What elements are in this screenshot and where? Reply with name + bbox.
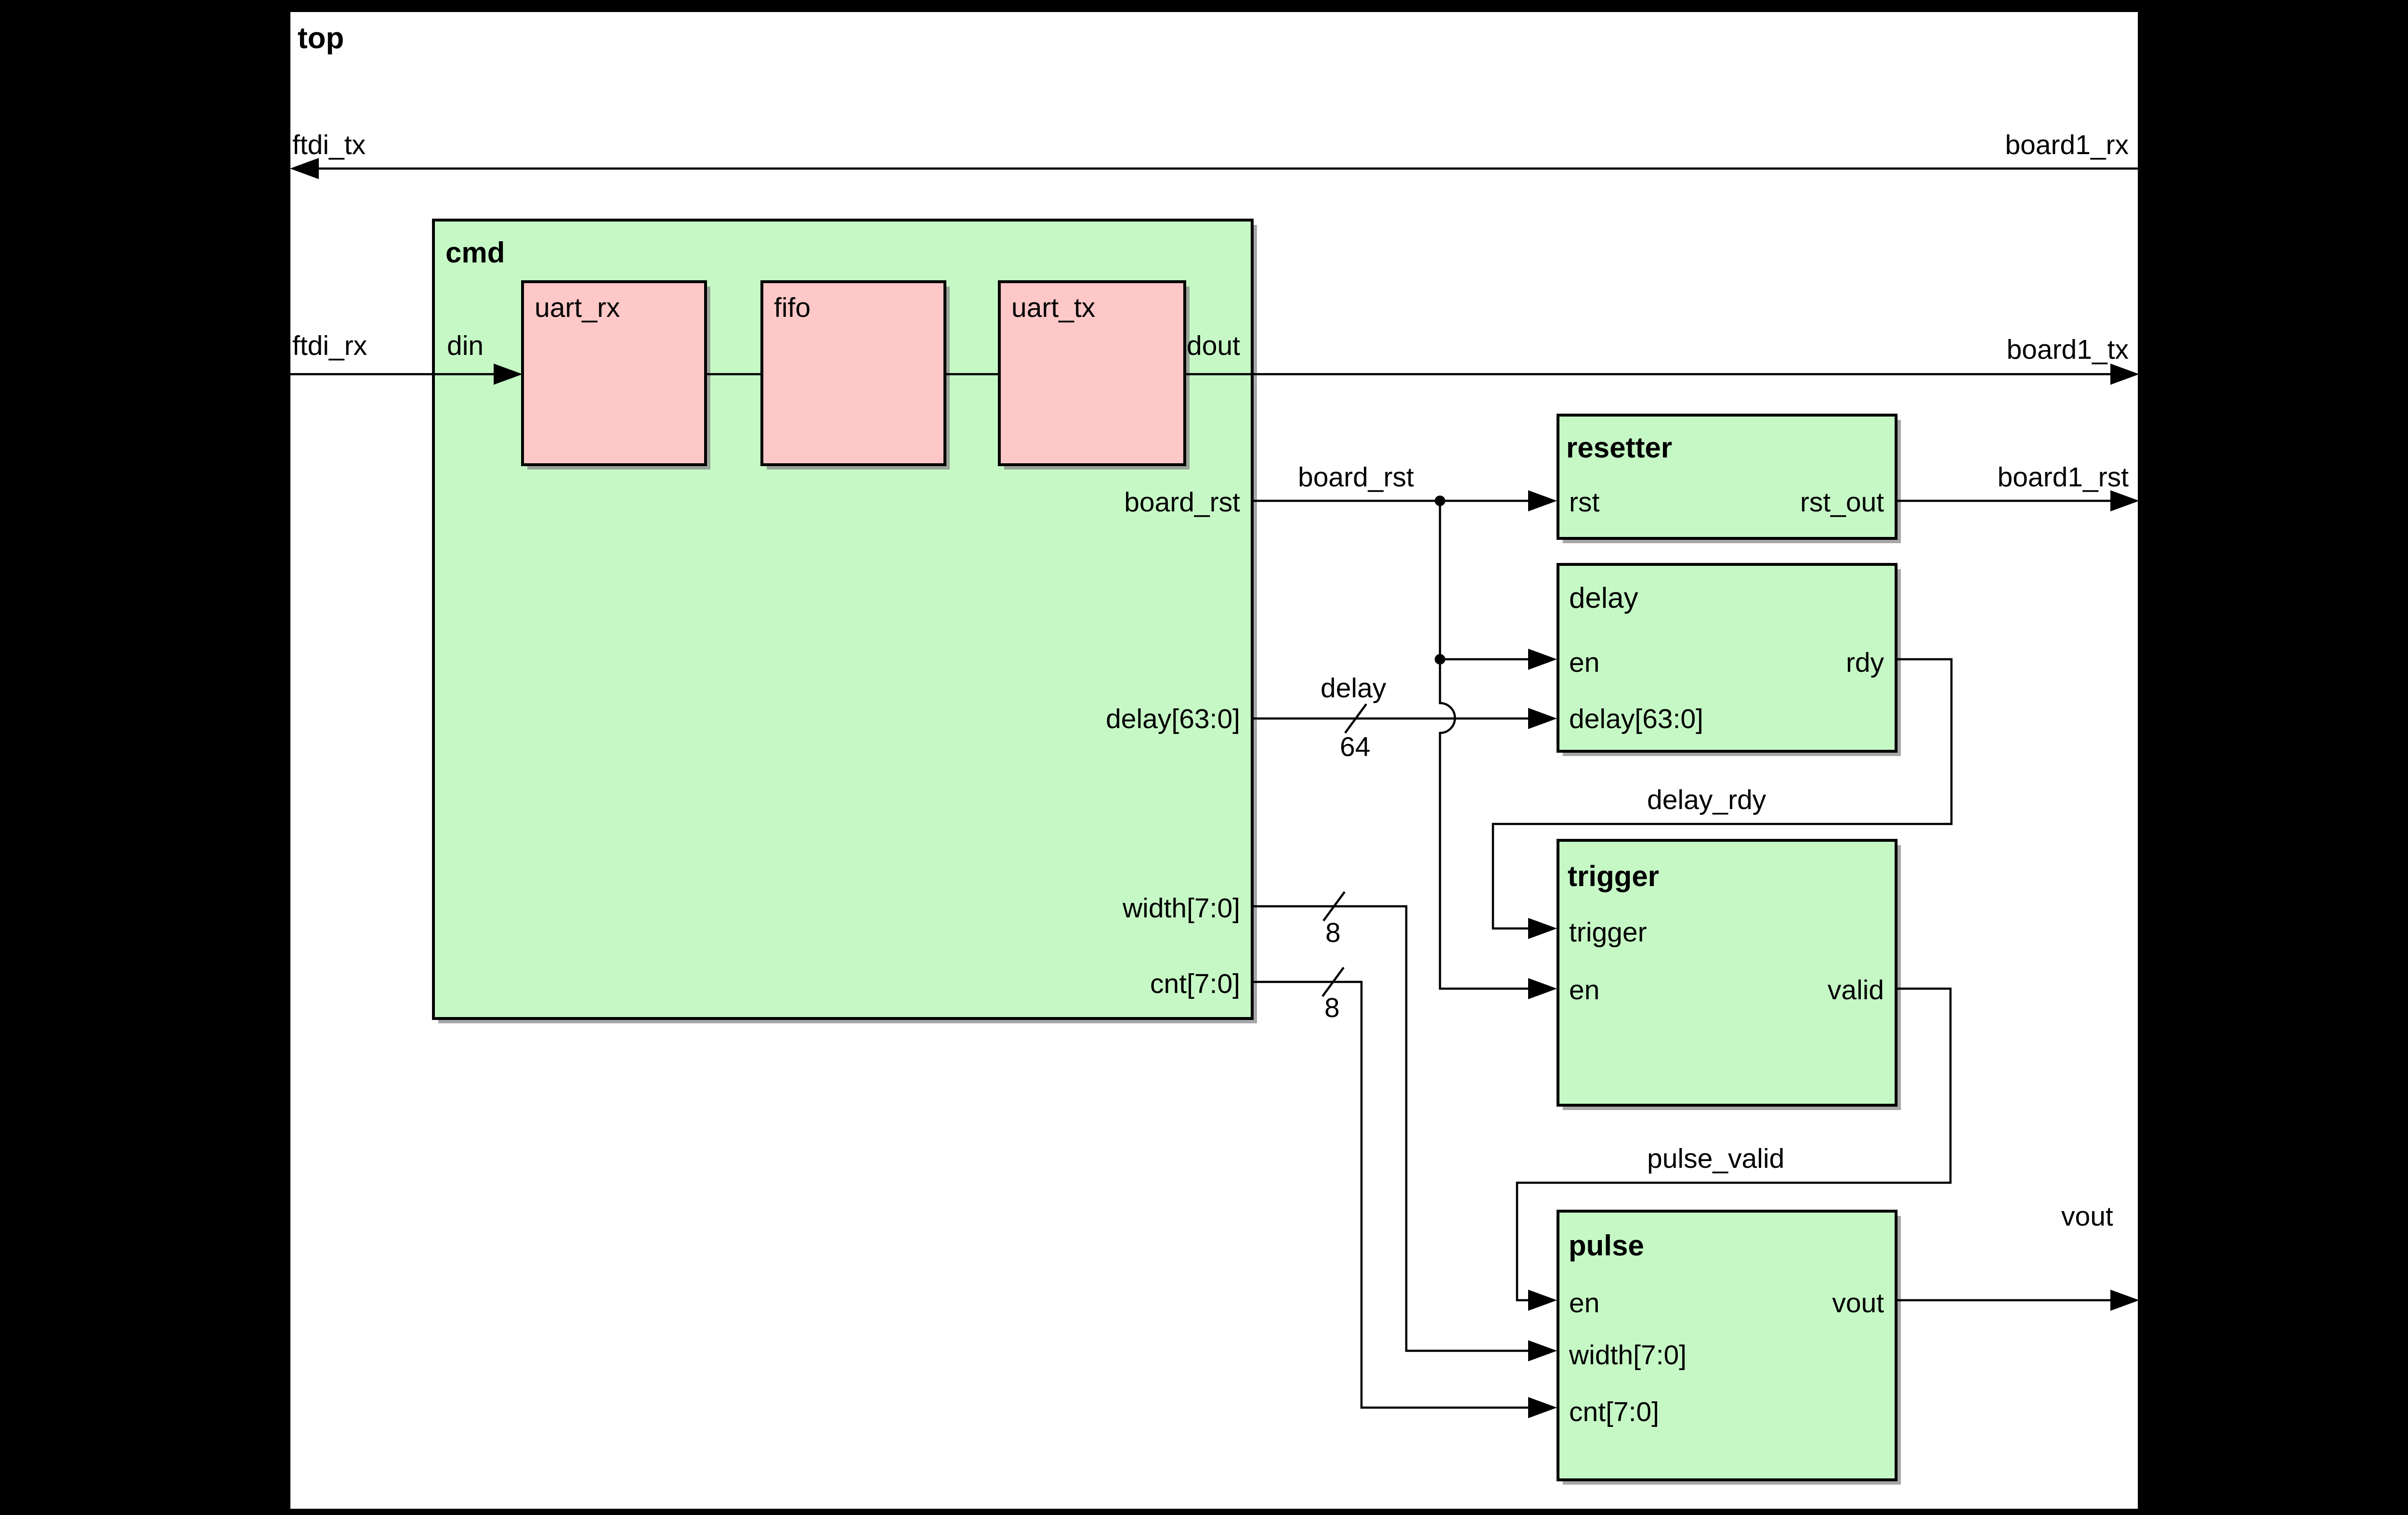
pulse-box [1557, 1210, 1898, 1481]
resetter-port-rst-out: rst_out [1800, 487, 1884, 518]
net-label-pulse-valid: pulse_valid [1647, 1143, 1784, 1174]
arrowhead-din [494, 364, 523, 385]
arrowhead-delay-bus [1528, 708, 1557, 729]
bus-slash-delay [1344, 703, 1367, 734]
wire-pulse-valid [1516, 987, 1952, 1302]
cmd-module-title: cmd [445, 236, 505, 269]
uart-rx-label: uart_rx [535, 292, 620, 323]
trigger-box [1557, 839, 1898, 1107]
net-label-board-rst: board_rst [1298, 462, 1414, 493]
bus-slash-width [1322, 891, 1346, 922]
arrowhead-board1-tx [2110, 364, 2139, 385]
bus-width-8b: 8 [1324, 993, 1340, 1023]
pulse-port-cnt: cnt[7:0] [1569, 1397, 1659, 1427]
cmd-port-board-rst: board_rst [1124, 487, 1240, 518]
uart-tx-label: uart_tx [1011, 292, 1095, 323]
trigger-port-en: en [1569, 975, 1599, 1006]
wire-width-bus [1252, 905, 1531, 1352]
net-label-ftdi-tx: ftdi_tx [292, 130, 366, 160]
pulse-title: pulse [1569, 1229, 1644, 1262]
pulse-port-vout: vout [1832, 1288, 1884, 1319]
arrowhead-board1-rst [2110, 490, 2139, 511]
bus-width-8a: 8 [1325, 917, 1341, 948]
cmd-port-width: width[7:0] [1122, 893, 1240, 924]
cmd-port-delay: delay[63:0] [1106, 704, 1240, 734]
delay-port-delay63: delay[63:0] [1569, 704, 1703, 734]
net-label-delay-rdy: delay_rdy [1647, 784, 1767, 815]
pulse-port-en: en [1569, 1288, 1599, 1319]
delay-port-en: en [1569, 647, 1599, 678]
bus-slash-cnt [1322, 966, 1345, 997]
cmd-port-dout: dout [1187, 330, 1240, 361]
arrowhead-pulse-en [1528, 1290, 1557, 1311]
resetter-port-rst: rst [1569, 487, 1599, 518]
net-label-board1-rx: board1_rx [2005, 130, 2129, 160]
arrowhead-resetter-rst [1528, 490, 1557, 511]
uart-tx-box [998, 280, 1186, 466]
delay-port-rdy: rdy [1846, 647, 1885, 678]
trigger-port-trigger: trigger [1569, 917, 1647, 948]
wire-cnt-bus [1252, 980, 1531, 1409]
resetter-title: resetter [1566, 431, 1672, 464]
arrowhead-vout [2110, 1290, 2139, 1311]
top-module-title: top [298, 22, 344, 55]
net-label-vout: vout [2061, 1201, 2113, 1232]
fifo-box [760, 280, 946, 466]
arrowhead-trigger-en [1528, 978, 1557, 999]
net-label-ftdi-rx: ftdi_rx [292, 330, 367, 361]
pulse-port-width: width[7:0] [1569, 1340, 1687, 1371]
cmd-port-cnt: cnt[7:0] [1150, 968, 1240, 999]
arrowhead-delay-en [1528, 649, 1557, 670]
arrowhead-ftdi-tx [290, 158, 319, 179]
fifo-label: fifo [774, 292, 811, 323]
delay-box [1557, 563, 1898, 753]
net-label-board1-tx: board1_tx [2006, 334, 2129, 365]
arrowhead-trigger-trigger [1528, 918, 1557, 939]
arrowhead-pulse-width [1528, 1340, 1557, 1361]
resetter-box [1557, 414, 1898, 540]
net-label-board1-rst: board1_rst [1997, 462, 2129, 493]
trigger-title: trigger [1568, 860, 1659, 892]
trigger-port-valid: valid [1828, 975, 1884, 1006]
arrowhead-pulse-cnt [1528, 1397, 1557, 1418]
bus-width-64: 64 [1340, 731, 1370, 762]
wire-delay-rdy [1492, 658, 1953, 930]
cmd-port-din: din [447, 330, 484, 361]
delay-title: delay [1569, 582, 1638, 614]
net-label-delay: delay [1321, 673, 1387, 704]
